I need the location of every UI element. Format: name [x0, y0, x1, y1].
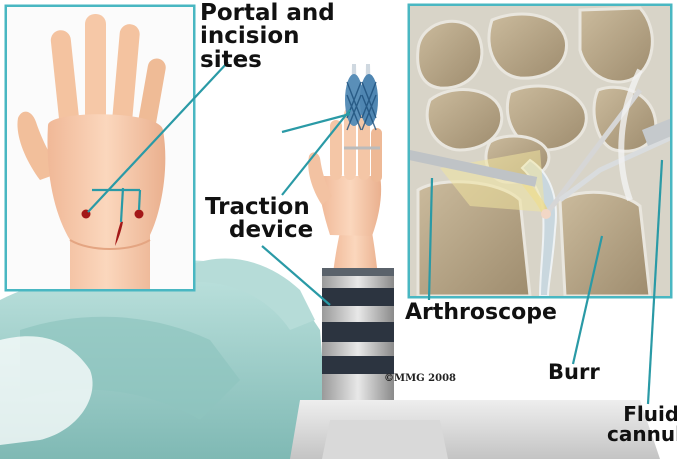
portal-label-line-3: sites — [200, 49, 335, 72]
fluid-label-line-1: Fluid — [607, 404, 677, 424]
portal-marker-right — [135, 210, 144, 219]
arthroscope-label: Arthroscope — [405, 302, 557, 324]
hand-portal-inset — [6, 6, 194, 290]
portal-label-line-2: incision — [200, 25, 335, 48]
traction-device-label: Traction device — [205, 196, 313, 243]
portal-label-line-1: Portal and — [200, 2, 335, 25]
traction-label-line-1: Traction — [205, 196, 313, 219]
fluid-cannula-label: Fluid cannula — [607, 404, 677, 445]
portal-incision-label: Portal and incision sites — [200, 2, 335, 72]
leader-portal-to-right-portal — [139, 190, 140, 210]
fluid-label-line-2: cannula — [607, 424, 677, 444]
copyright-notice: ©MMG 2008 — [384, 373, 456, 384]
wrist-bones-inset — [408, 5, 676, 297]
traction-label-line-2: device — [205, 219, 313, 242]
burr-label: Burr — [548, 362, 600, 383]
